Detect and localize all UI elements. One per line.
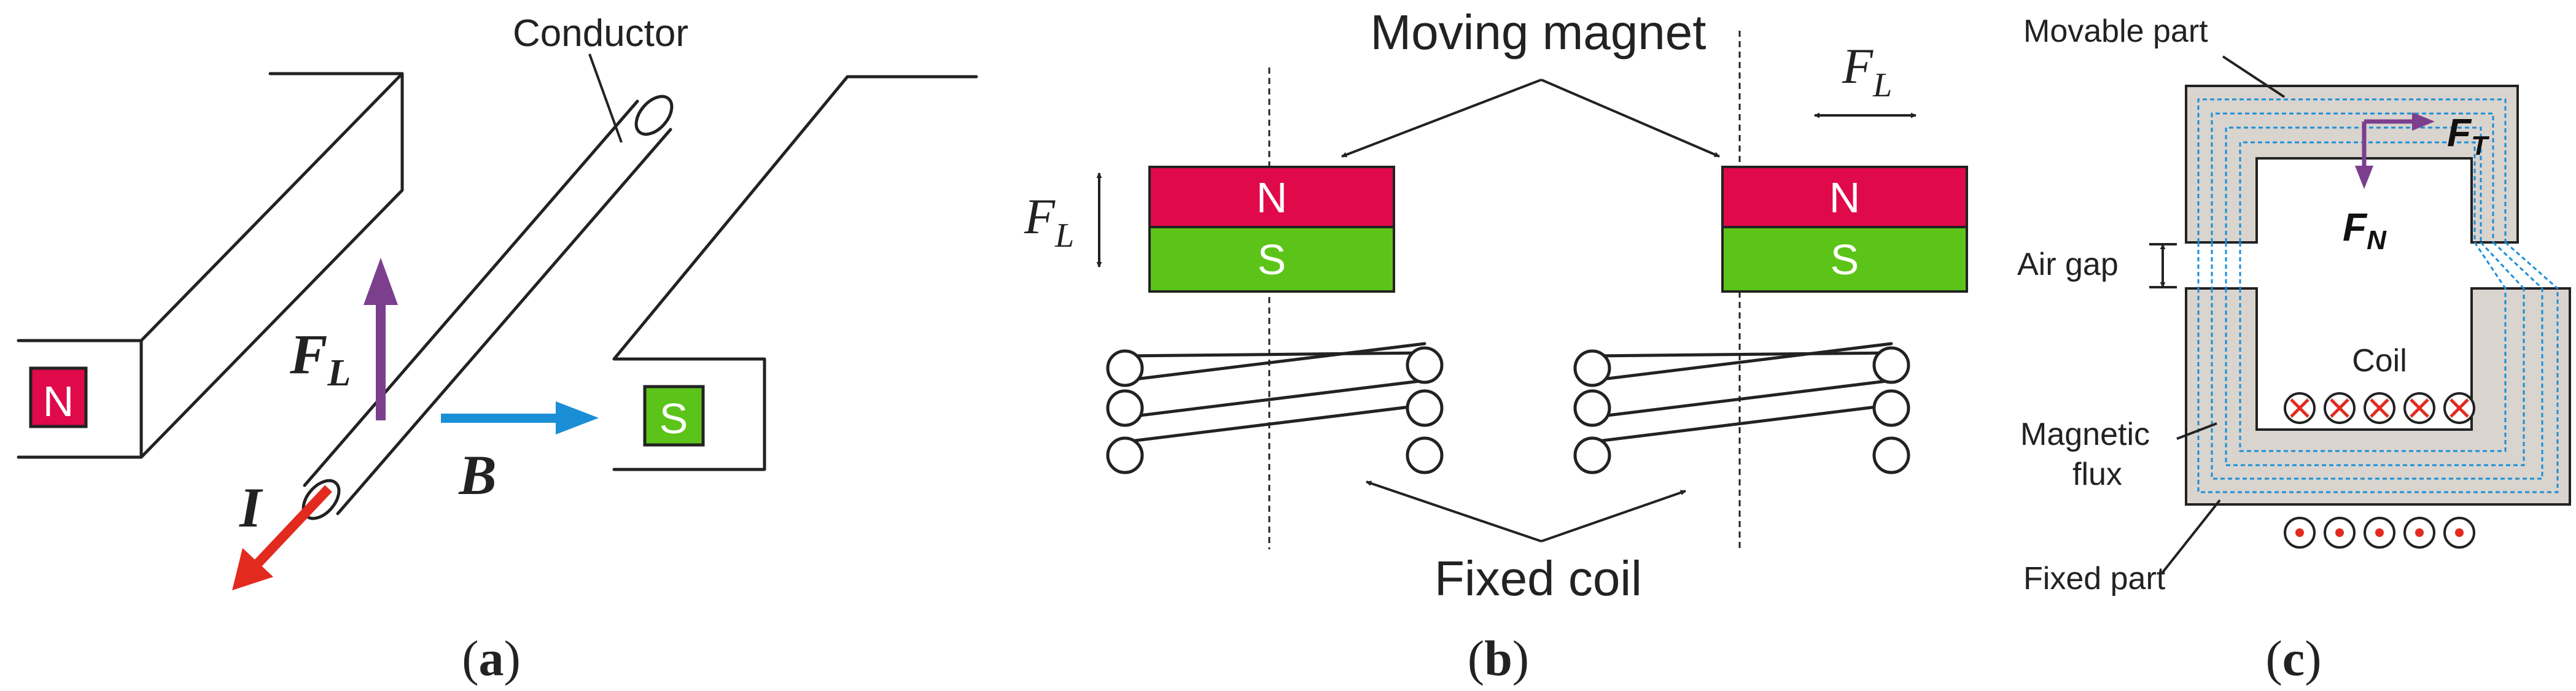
- magnetic-flux-leader: [2176, 422, 2217, 440]
- cross-conductor: [2364, 392, 2395, 424]
- coil-conductors-out-of-page: [2284, 517, 2475, 549]
- coil-conductors-into-page: [2284, 392, 2475, 424]
- air-gap-label: Air gap: [2017, 247, 2119, 282]
- left-magnet-south-label: S: [1258, 236, 1286, 284]
- tangential-force-label: FT: [2447, 110, 2489, 161]
- fixed-coil-pointer-left: [1366, 481, 1542, 542]
- right-magnet-north-label: N: [1829, 174, 1861, 222]
- current-arrow: [232, 485, 332, 590]
- dot-conductor: [2284, 517, 2316, 549]
- left-fixed-coil: [1106, 342, 1444, 474]
- fixed-coil-pointer-right: [1541, 490, 1686, 542]
- right-fixed-coil: [1573, 342, 1910, 474]
- magnetic-flux-label-line1: Magnetic: [2020, 417, 2150, 452]
- left-moving-magnet: N S: [1148, 166, 1395, 293]
- south-magnet-block: S: [612, 75, 978, 471]
- normal-force-arrow: [2355, 122, 2373, 189]
- movable-part-core: [2185, 85, 2519, 244]
- magnetic-field-label: B: [458, 444, 496, 506]
- north-pole-tag: [29, 366, 88, 428]
- north-pole-label: N: [43, 377, 74, 425]
- dot-conductor: [2443, 517, 2475, 549]
- conductor-label: Conductor: [513, 12, 688, 55]
- fixed-part-label: Fixed part: [2023, 561, 2166, 596]
- right-magnet-south-label: S: [1831, 236, 1859, 284]
- magnetic-flux-label-line2: flux: [2072, 457, 2122, 492]
- dot-conductor: [2403, 517, 2435, 549]
- movable-part-label: Movable part: [2023, 14, 2208, 49]
- cross-conductor: [2324, 392, 2356, 424]
- north-magnet-block: N: [17, 72, 404, 459]
- conductor-rod: [302, 95, 674, 520]
- fixed-coil-label: Fixed coil: [1434, 551, 1642, 606]
- south-pole-tag: [643, 385, 705, 447]
- current-label: I: [239, 476, 263, 539]
- fixed-part-leader: [2160, 499, 2221, 575]
- movable-part-leader: [2222, 55, 2286, 98]
- lorentz-force-arrow: [364, 258, 398, 420]
- conductor-leader-line: [588, 53, 623, 143]
- moving-magnet-pointer-left: [1341, 79, 1542, 158]
- magnetic-flux-lines: [2197, 98, 2559, 493]
- caption-a: (a): [462, 630, 521, 686]
- lorentz-force-subscript: L: [327, 352, 351, 394]
- lorentz-force-label: FL: [289, 323, 351, 394]
- coil-label: Coil: [2352, 343, 2407, 379]
- magnetic-field-arrow: [441, 401, 599, 434]
- tangential-force-arrow: [2364, 112, 2435, 131]
- fixed-part-core: [2185, 287, 2571, 506]
- caption-c: (c): [2265, 630, 2321, 686]
- moving-magnet-label: Moving magnet: [1371, 5, 1706, 60]
- lorentz-force-symbol: F: [289, 323, 327, 385]
- panel-a: N S Conductor FL: [17, 12, 978, 686]
- vertical-force-label: FL: [1024, 188, 1074, 255]
- cross-conductor: [2284, 392, 2316, 424]
- panel-c: FT FN Coil Movable part Air gap M: [2017, 14, 2571, 686]
- dot-conductor: [2364, 517, 2395, 549]
- cross-conductor: [2403, 392, 2435, 424]
- caption-b: (b): [1468, 630, 1529, 686]
- horizontal-force-label: FL: [1842, 38, 1892, 104]
- south-pole-label: S: [660, 395, 688, 442]
- moving-magnet-pointer-right: [1541, 79, 1720, 158]
- panel-b: Moving magnet N S N S FL FL: [1024, 5, 1968, 686]
- dot-conductor: [2324, 517, 2356, 549]
- normal-force-label: FN: [2343, 205, 2387, 255]
- right-moving-magnet: N S: [1721, 166, 1968, 293]
- left-magnet-north-label: N: [1256, 174, 1288, 222]
- cross-conductor: [2443, 392, 2475, 424]
